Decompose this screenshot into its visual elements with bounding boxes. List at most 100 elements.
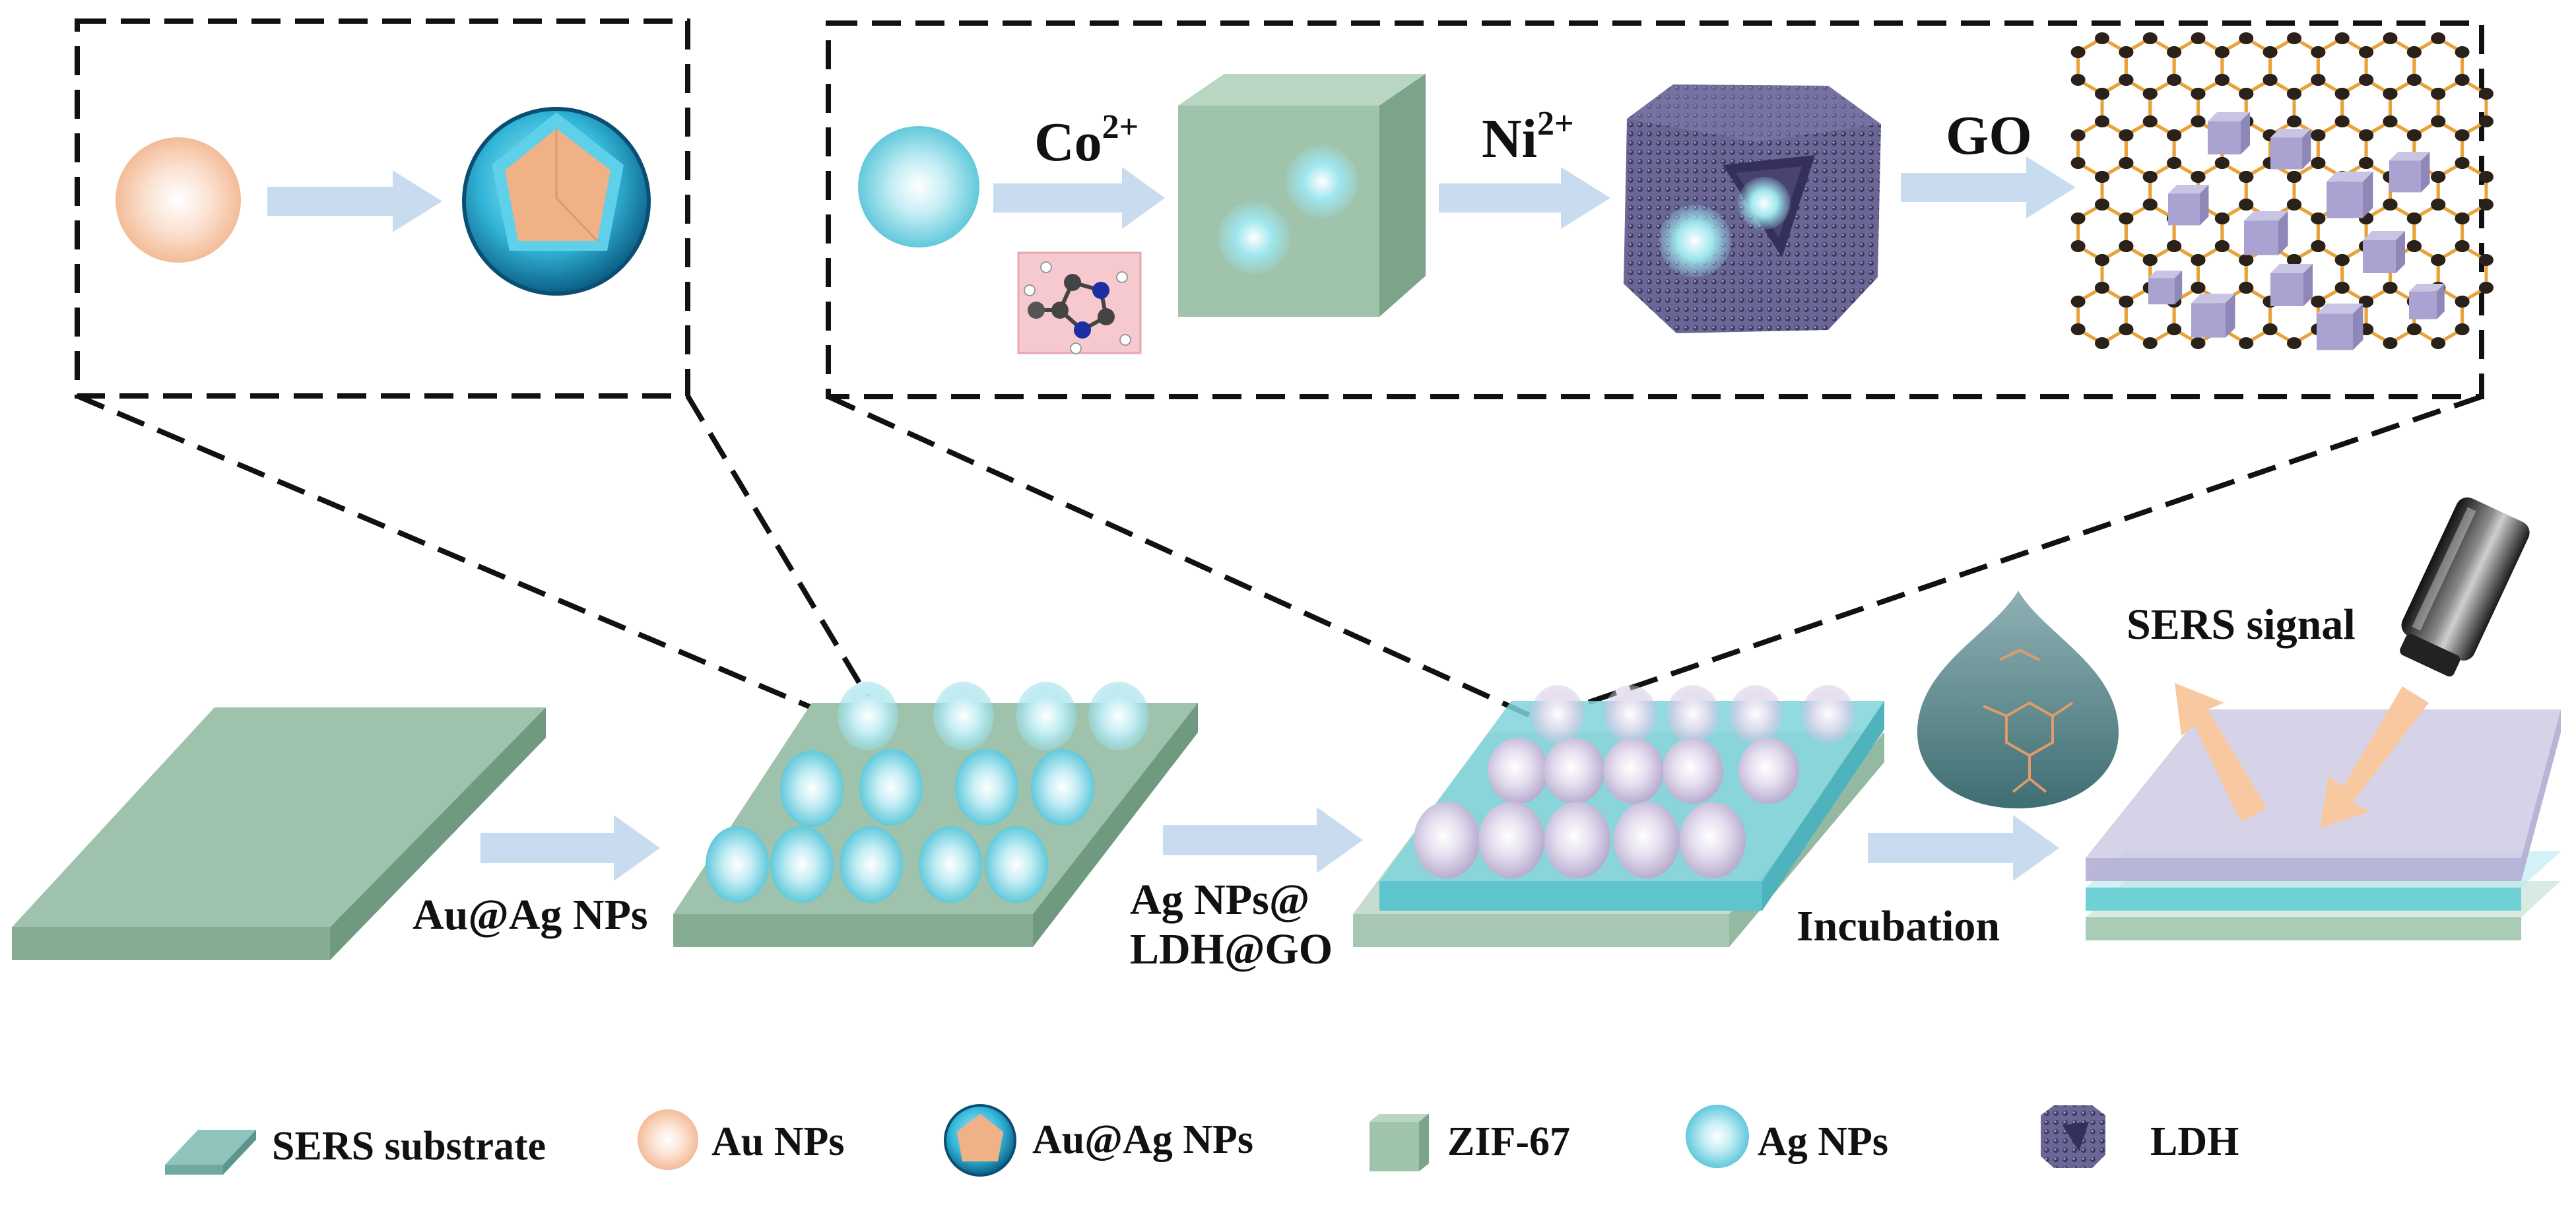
go-carbon-atom xyxy=(2214,157,2229,169)
ldh-np-particle xyxy=(1488,738,1548,804)
go-carbon-atom xyxy=(2119,74,2134,86)
go-carbon-atom xyxy=(2455,46,2470,58)
go-carbon-atom xyxy=(2142,171,2158,183)
legend-label-au: Au NPs xyxy=(711,1119,845,1164)
go-carbon-atom xyxy=(2431,88,2446,100)
go-carbon-atom xyxy=(2142,88,2158,100)
go-carbon-atom xyxy=(2191,282,2206,294)
legend-item-ldh: LDH xyxy=(2041,1105,2239,1168)
ldh-np-particle xyxy=(1729,685,1782,743)
go-carbon-atom xyxy=(2119,323,2134,335)
ldh-np-particle xyxy=(1414,802,1480,878)
go-carbon-atom xyxy=(2191,337,2206,349)
ldh-np-particle xyxy=(1667,685,1719,743)
go-sheet xyxy=(2070,32,2493,350)
go-carbon-atom xyxy=(2334,115,2350,127)
ag-np-particle xyxy=(1031,749,1094,826)
arrow-step-2 xyxy=(1163,807,1363,873)
legend-label-ldh: LDH xyxy=(2150,1119,2239,1164)
go-carbon-atom xyxy=(2286,88,2301,100)
go-ldh-cube xyxy=(2317,304,2363,350)
go-ldh-cube xyxy=(2244,211,2288,255)
go-carbon-atom xyxy=(2070,157,2086,169)
go-carbon-atom xyxy=(2070,74,2086,86)
go-carbon-atom xyxy=(2406,129,2422,141)
arrow-step-3 xyxy=(1868,815,2059,881)
inset-left-arrow xyxy=(267,170,442,232)
ldh-np-particle xyxy=(1802,685,1855,743)
arrow-ni xyxy=(1439,167,1610,229)
go-carbon-atom xyxy=(2359,157,2374,169)
go-carbon-atom xyxy=(2239,282,2254,294)
go-carbon-atom xyxy=(2383,199,2398,211)
go-hex-ring xyxy=(2076,286,2128,345)
go-hex-ring xyxy=(2364,286,2416,345)
imidazole-molecule-icon xyxy=(1017,251,1142,354)
go-carbon-atom xyxy=(2406,323,2422,335)
go-carbon-atom xyxy=(2383,88,2398,100)
go-carbon-atom xyxy=(2359,46,2374,58)
go-carbon-atom xyxy=(2383,32,2398,44)
go-carbon-atom xyxy=(2191,115,2206,127)
ag-np-particle xyxy=(933,682,994,750)
go-carbon-atom xyxy=(2431,199,2446,211)
go-carbon-atom xyxy=(2478,115,2493,127)
reagent-co-label: Co2+ xyxy=(1034,108,1139,173)
ag-icon xyxy=(1686,1105,1749,1168)
go-carbon-atom xyxy=(2359,129,2374,141)
go-carbon-atom xyxy=(2214,74,2229,86)
go-carbon-atom xyxy=(2478,254,2493,266)
ag-np-particle xyxy=(1088,682,1149,750)
go-carbon-atom xyxy=(2455,296,2470,308)
go-carbon-atom xyxy=(2286,171,2301,183)
go-carbon-atom xyxy=(2239,32,2254,44)
go-carbon-atom xyxy=(2239,254,2254,266)
raman-probe-icon xyxy=(2400,497,2530,677)
go-carbon-atom xyxy=(2406,46,2422,58)
go-carbon-atom xyxy=(2095,337,2109,349)
go-carbon-atom xyxy=(2095,199,2109,211)
go-carbon-atom xyxy=(2070,46,2086,58)
go-carbon-atom xyxy=(2311,157,2326,169)
core-shell-icon xyxy=(944,1104,1016,1177)
go-carbon-atom xyxy=(2334,88,2350,100)
go-carbon-atom xyxy=(2142,32,2158,44)
go-carbon-atom xyxy=(2455,212,2470,224)
go-carbon-atom xyxy=(2142,337,2158,349)
legend-item-ag: Ag NPs xyxy=(1686,1105,1888,1168)
go-carbon-atom xyxy=(2119,240,2134,252)
go-carbon-atom xyxy=(2119,296,2134,308)
au-icon xyxy=(638,1109,698,1170)
go-carbon-atom xyxy=(2095,115,2109,127)
go-carbon-atom xyxy=(2286,254,2301,266)
inset-right-box xyxy=(826,20,2484,399)
go-carbon-atom xyxy=(2311,240,2326,252)
arrow-go xyxy=(1901,156,2076,218)
ldh-spheres-layer xyxy=(1414,685,1855,878)
go-carbon-atom xyxy=(2478,88,2493,100)
go-carbon-atom xyxy=(2431,115,2446,127)
au-ag-nps-layer xyxy=(706,682,1149,903)
go-carbon-atom xyxy=(2334,254,2350,266)
arrow-co xyxy=(993,167,1165,229)
go-carbon-atom xyxy=(2214,212,2229,224)
go-carbon-atom xyxy=(2119,157,2134,169)
go-carbon-atom xyxy=(2262,74,2278,86)
go-carbon-atom xyxy=(2334,32,2350,44)
ag-np-particle xyxy=(1016,682,1076,750)
reagent-go-label: GO xyxy=(1946,105,2032,166)
ag-np-particle xyxy=(955,749,1018,826)
legend-label-core-shell: Au@Ag NPs xyxy=(1032,1117,1253,1162)
arrow-step-1 xyxy=(480,815,660,881)
go-carbon-atom xyxy=(2119,129,2134,141)
ldh-np-particle xyxy=(1604,685,1657,743)
go-carbon-atom xyxy=(2478,171,2493,183)
go-carbon-atom xyxy=(2070,323,2086,335)
go-ldh-cube xyxy=(2191,294,2235,338)
go-carbon-atom xyxy=(2142,254,2158,266)
go-carbon-atom xyxy=(2478,199,2493,211)
go-carbon-atom xyxy=(2406,212,2422,224)
go-carbon-atom xyxy=(2455,323,2470,335)
ldh-icon xyxy=(2041,1105,2105,1168)
